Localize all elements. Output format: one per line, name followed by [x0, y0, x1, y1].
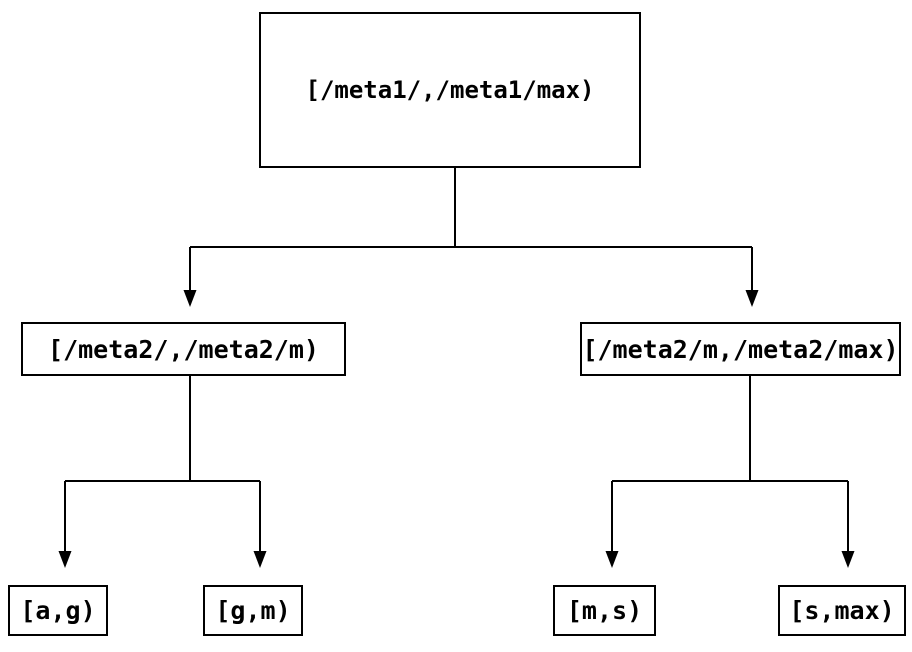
- node-label: [/meta1/,/meta1/max): [305, 76, 595, 104]
- edge-right-to-leaves: [605, 376, 855, 568]
- leaf-node-smax: [s,max): [778, 585, 906, 636]
- arrowhead-icon: [253, 551, 267, 568]
- leaf-node-gm: [g,m): [203, 585, 303, 636]
- leaf-node-ag: [a,g): [8, 585, 108, 636]
- node-label: [/meta2/m,/meta2/max): [582, 334, 899, 364]
- node-label: [a,g): [20, 596, 96, 625]
- arrowhead-icon: [841, 551, 855, 568]
- arrowhead-icon: [605, 551, 619, 568]
- node-right-interval: [/meta2/m,/meta2/max): [580, 322, 901, 376]
- node-label: [g,m): [215, 596, 291, 625]
- arrowhead-icon: [183, 290, 197, 307]
- arrowhead-icon: [745, 290, 759, 307]
- node-root-interval: [/meta1/,/meta1/max): [259, 12, 641, 168]
- node-left-interval: [/meta2/,/meta2/m): [21, 322, 346, 376]
- node-label: [m,s): [566, 596, 643, 625]
- arrowhead-icon: [58, 551, 72, 568]
- edge-left-to-leaves: [58, 376, 267, 568]
- node-label: [s,max): [789, 596, 895, 625]
- node-label: [/meta2/,/meta2/m): [48, 334, 319, 364]
- edge-root-to-level2: [183, 168, 759, 307]
- leaf-node-ms: [m,s): [553, 585, 656, 636]
